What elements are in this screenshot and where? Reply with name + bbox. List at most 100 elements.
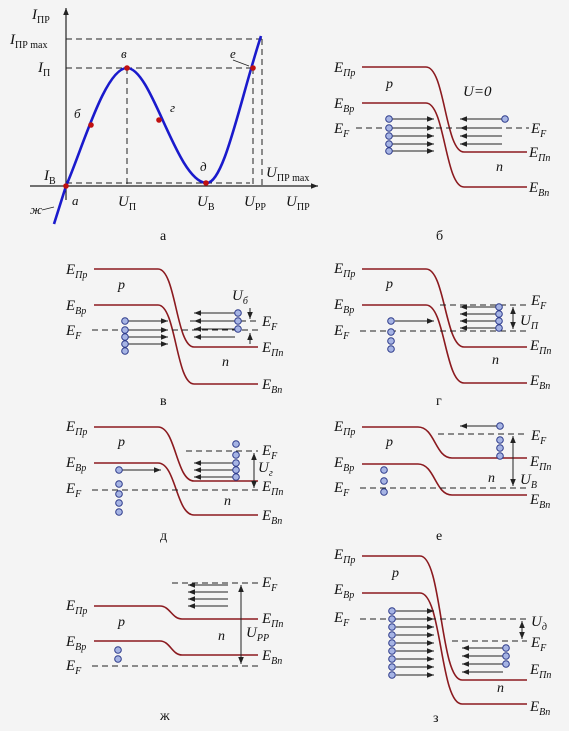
svg-text:EВр: EВр [333, 582, 354, 601]
svg-text:EВn: EВn [529, 373, 550, 392]
svg-text:г: г [436, 394, 442, 409]
svg-text:EF: EF [261, 443, 278, 462]
valence-band [362, 304, 527, 384]
panel-zh-band-diagram: EПр EВр EF EF EПn EВn p n UРР ж [65, 575, 283, 724]
electron-flow [121, 309, 242, 355]
electron-flow [115, 440, 240, 516]
valence-band [362, 463, 527, 496]
svg-text:в: в [160, 394, 167, 409]
label-v: в [121, 46, 127, 61]
conduction-band [362, 66, 527, 153]
svg-text:EПn: EПn [529, 662, 551, 681]
svg-text:EF: EF [65, 658, 82, 677]
svg-text:p: p [385, 435, 393, 450]
p-label: p [385, 77, 393, 92]
point-b [88, 122, 94, 128]
svg-text:p: p [117, 615, 125, 630]
svg-text:EВр: EВр [333, 297, 354, 316]
y-tick-iv: IВ [43, 168, 56, 187]
conduction-band [94, 268, 258, 348]
svg-text:EПn: EПn [261, 479, 283, 498]
svg-text:n: n [488, 471, 495, 486]
svg-text:EВр: EВр [333, 455, 354, 474]
svg-text:EВn: EВn [261, 648, 282, 667]
panel-e-band-diagram: EПр EВр EF EF EПn EВn p n UВ е [333, 419, 551, 544]
svg-text:n: n [218, 629, 225, 644]
umax-label: UПР max [266, 165, 309, 184]
conduction-band [94, 605, 258, 620]
svg-text:EF: EF [333, 323, 350, 342]
svg-text:е: е [436, 529, 442, 544]
svg-text:p: p [117, 278, 125, 293]
voltage-label: U=0 [463, 84, 492, 100]
svg-text:EПр: EПр [333, 547, 355, 566]
label-d: д [200, 159, 207, 174]
svg-text:p: p [391, 566, 399, 581]
voltage-label: Uг [258, 460, 273, 479]
svg-text:EF: EF [261, 314, 278, 333]
svg-text:EF: EF [261, 575, 278, 594]
svg-text:EВn: EВn [261, 508, 282, 527]
point-d [203, 180, 209, 186]
electron-flow [114, 582, 228, 663]
svg-text:EF: EF [530, 293, 547, 312]
conduction-band [94, 426, 258, 482]
ef-left-label: EF [333, 121, 350, 140]
conduction-band [362, 268, 527, 348]
svg-text:EF: EF [65, 481, 82, 500]
panel-z-band-diagram: EПр EВр EF EF EПn EВn p n Uд з [333, 547, 551, 726]
svg-text:EВр: EВр [65, 298, 86, 317]
y-tick-ip: IП [37, 60, 50, 79]
svg-text:EF: EF [530, 635, 547, 654]
panel-v-band-diagram: EПр EВр EF EF EПn EВn p n Uб в [65, 262, 283, 409]
svg-text:ж: ж [159, 709, 170, 724]
svg-text:д: д [160, 529, 167, 544]
voltage-label: Uд [531, 614, 547, 633]
conduction-band [362, 426, 527, 459]
panel-d-band-diagram: EПр EВр EF EF EПn EВn p n Uг д [65, 419, 283, 544]
svg-text:EПр: EПр [333, 419, 355, 438]
ev-right-label: EВn [528, 180, 549, 199]
electron-flow [385, 115, 509, 155]
ec-right-label: EПn [528, 145, 550, 164]
voltage-label: UВ [520, 472, 537, 491]
svg-text:EF: EF [65, 323, 82, 342]
voltage-label: UП [520, 313, 539, 332]
svg-text:n: n [224, 494, 231, 509]
valence-band [362, 102, 527, 188]
svg-text:n: n [222, 355, 229, 370]
svg-text:EПn: EПn [529, 338, 551, 357]
svg-text:EВр: EВр [65, 634, 86, 653]
svg-text:з: з [433, 711, 439, 726]
valence-band [94, 462, 258, 516]
electron-flow [388, 607, 510, 679]
valence-band [94, 640, 258, 656]
conduction-band [362, 555, 527, 681]
iv-curve [52, 35, 263, 225]
x-tick-upp: UРР [244, 194, 266, 213]
voltage-label: UРР [246, 625, 269, 644]
svg-text:EВn: EВn [261, 377, 282, 396]
label-a: а [72, 193, 79, 208]
svg-text:EПn: EПn [261, 340, 283, 359]
point-v [124, 65, 130, 71]
svg-text:EF: EF [333, 480, 350, 499]
voltage-label: Uб [232, 288, 249, 307]
svg-text:p: p [385, 277, 393, 292]
svg-text:EВn: EВn [529, 699, 550, 718]
label-zh: ж [30, 202, 42, 217]
svg-text:EПр: EПр [65, 419, 87, 438]
caption-b: б [436, 229, 443, 244]
panel-a-iv-curve: IПР UПР IПР max IП IВ UП UВ UРР UПР max … [9, 7, 318, 244]
panel-b-band-diagram: EПр EВр EF EF EПn EВn p n U=0 б [333, 60, 550, 244]
point-e [250, 65, 256, 71]
electron-flow [380, 422, 504, 496]
svg-text:EF: EF [333, 610, 350, 629]
x-tick-uv: UВ [197, 194, 215, 213]
x-axis-label: UПР [286, 194, 310, 213]
svg-text:EПn: EПn [529, 454, 551, 473]
ec-left-label: EПр [333, 60, 355, 79]
ef-right-label: EF [530, 121, 547, 140]
point-a [63, 183, 69, 189]
y-axis-label: IПР [31, 7, 50, 26]
